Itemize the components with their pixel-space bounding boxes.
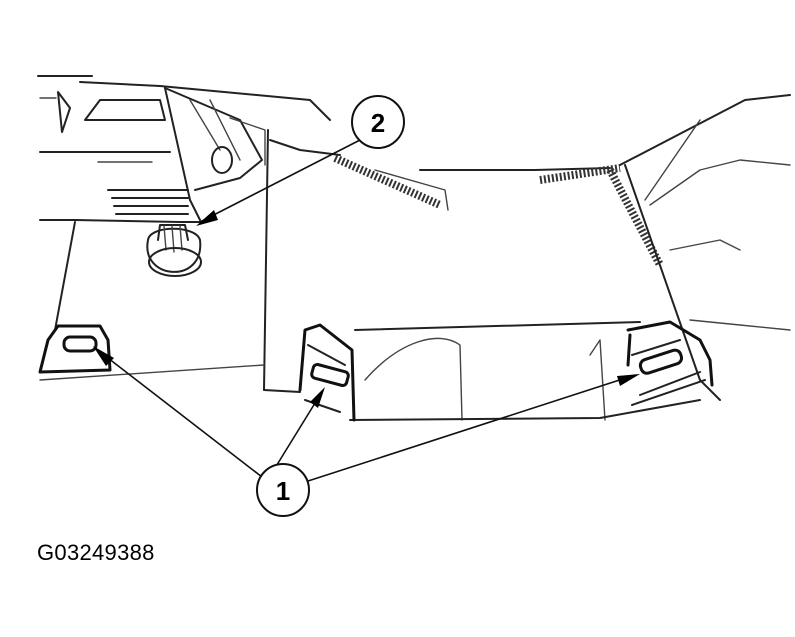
callout-1-circle [256,463,310,517]
figure-id: G03249388 [37,540,155,565]
callout-1: 1 [93,346,640,517]
lower-trim-panel [263,94,791,421]
clip-left [38,324,265,381]
clip-right [626,320,714,406]
clip-center [298,323,356,422]
callout-2: 2 [196,95,405,226]
dash-housing [37,75,331,331]
callout-2-circle [351,95,405,149]
electrical-connector [146,224,202,277]
vent-slats [107,189,189,215]
callout-1-label: 1 [276,476,290,506]
callout-2-label: 2 [371,108,385,138]
